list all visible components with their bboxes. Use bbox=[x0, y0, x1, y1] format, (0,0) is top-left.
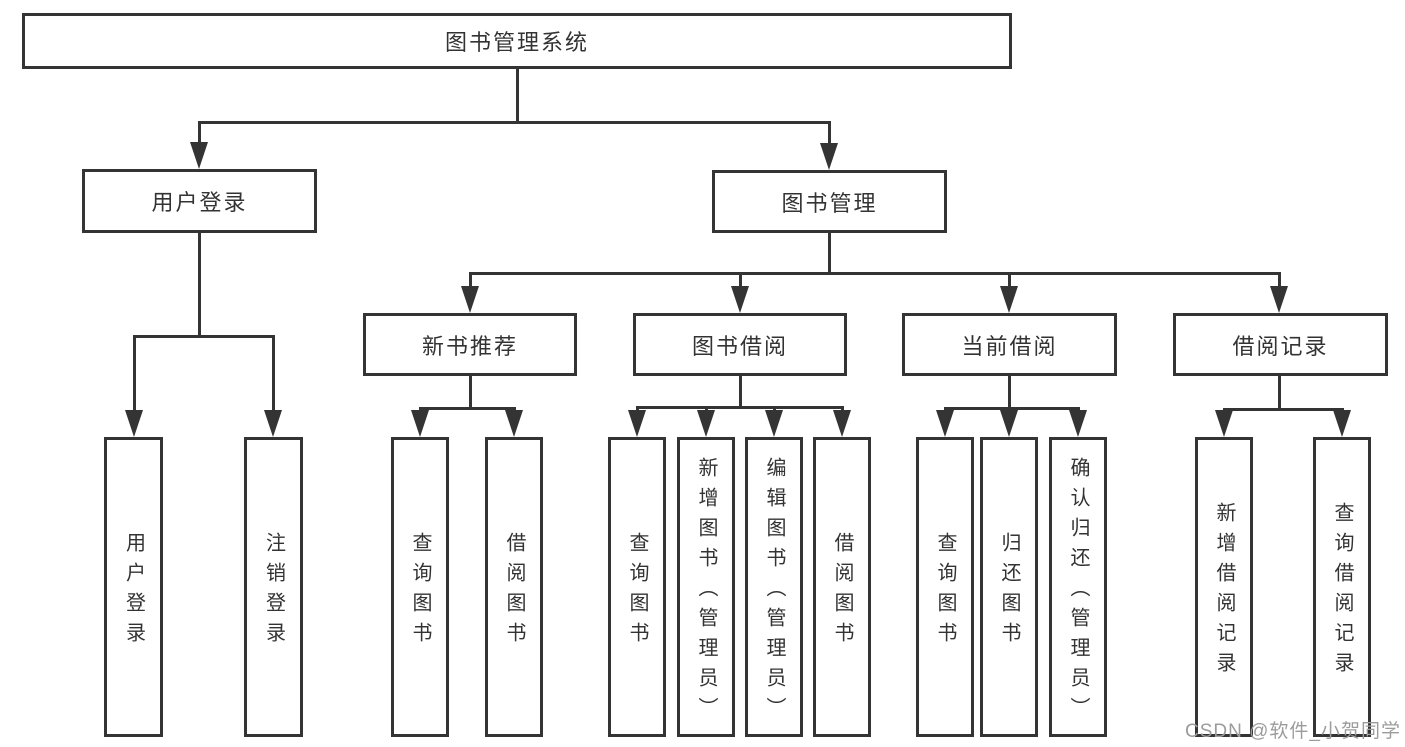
connector-stem-user-login-children bbox=[197, 233, 201, 338]
arrow-down-icon bbox=[820, 143, 838, 170]
connector-branch-borrowing-children-2 bbox=[772, 406, 776, 412]
node-logout-action: 注销登录 bbox=[244, 437, 303, 737]
arrow-down-icon bbox=[1000, 410, 1018, 437]
connector-split-current-children bbox=[943, 407, 1080, 410]
node-label-logout-action: 注销登录 bbox=[262, 532, 285, 652]
connector-branch-current-children-2 bbox=[1076, 407, 1080, 412]
node-add-books-admin: 新增图书（管理员） bbox=[677, 437, 735, 737]
connector-branch-borrowing-children-3 bbox=[840, 406, 844, 412]
arrow-down-icon bbox=[125, 410, 143, 437]
node-user-login-action: 用户登录 bbox=[104, 437, 163, 737]
node-label-borrow-books-recommend: 借阅图书 bbox=[503, 532, 525, 652]
node-query-books-borrowing: 查询图书 bbox=[608, 437, 666, 737]
connector-branch-book-management-children-2 bbox=[1007, 272, 1011, 288]
connector-stem-recommend-children bbox=[468, 376, 472, 410]
connector-branch-borrowing-children-1 bbox=[704, 406, 708, 412]
node-label-current-borrowing: 当前借阅 bbox=[961, 333, 1058, 359]
connector-branch-current-children-0 bbox=[943, 407, 947, 412]
node-label-book-management: 图书管理 bbox=[781, 190, 878, 216]
node-borrow-records: 借阅记录 bbox=[1173, 313, 1388, 376]
connector-stem-root-to-level2 bbox=[515, 69, 519, 124]
connector-split-book-management-children bbox=[468, 272, 1281, 275]
connector-branch-borrowing-children-0 bbox=[635, 406, 639, 412]
node-label-user-login: 用户登录 bbox=[151, 190, 248, 215]
connector-split-root-to-level2 bbox=[197, 121, 831, 124]
connector-stem-current-children bbox=[1007, 376, 1011, 410]
node-label-user-login-action: 用户登录 bbox=[122, 532, 145, 652]
node-label-book-borrowing: 图书借阅 bbox=[691, 333, 788, 359]
connector-stem-records-children bbox=[1277, 376, 1281, 411]
arrow-down-icon bbox=[697, 410, 715, 437]
node-label-add-books-admin: 新增图书（管理员） bbox=[695, 457, 717, 727]
node-add-borrow-record: 新增借阅记录 bbox=[1195, 437, 1253, 737]
connector-branch-recommend-children-0 bbox=[418, 407, 422, 412]
connector-branch-book-management-children-3 bbox=[1277, 272, 1281, 288]
node-confirm-return-admin: 确认归还（管理员） bbox=[1049, 437, 1107, 737]
node-return-books: 归还图书 bbox=[980, 437, 1038, 737]
node-user-login: 用户登录 bbox=[82, 169, 317, 233]
arrow-down-icon bbox=[1270, 286, 1288, 313]
connector-branch-root-to-level2-1 bbox=[827, 121, 831, 145]
arrow-down-icon bbox=[1000, 286, 1018, 313]
node-label-return-books: 归还图书 bbox=[998, 532, 1020, 652]
arrow-down-icon bbox=[505, 410, 523, 437]
node-library-management-system: 图书管理系统 bbox=[22, 13, 1012, 69]
connector-split-borrowing-children bbox=[635, 406, 844, 409]
node-query-books-current: 查询图书 bbox=[916, 437, 974, 737]
node-label-borrow-books-borrowing: 借阅图书 bbox=[831, 532, 853, 652]
arrow-down-icon bbox=[264, 410, 282, 437]
node-new-book-recommend: 新书推荐 bbox=[363, 313, 577, 376]
node-label-borrow-records: 借阅记录 bbox=[1232, 333, 1329, 359]
connector-branch-recommend-children-1 bbox=[512, 407, 516, 412]
node-query-borrow-record: 查询借阅记录 bbox=[1313, 437, 1371, 737]
arrow-down-icon bbox=[1069, 410, 1087, 437]
node-label-query-borrow-record: 查询借阅记录 bbox=[1331, 502, 1353, 682]
node-borrow-books-borrowing: 借阅图书 bbox=[813, 437, 871, 737]
arrow-down-icon bbox=[833, 410, 851, 437]
connector-branch-user-login-children-0 bbox=[132, 335, 136, 412]
connector-branch-current-children-1 bbox=[1007, 407, 1011, 412]
connector-split-recommend-children bbox=[418, 407, 516, 410]
watermark: CSDN @软件_小贺同学 bbox=[1185, 721, 1401, 742]
connector-split-user-login-children bbox=[132, 335, 275, 338]
arrow-down-icon bbox=[765, 410, 783, 437]
node-edit-books-admin: 编辑图书（管理员） bbox=[745, 437, 803, 737]
node-book-management: 图书管理 bbox=[712, 170, 947, 233]
arrow-down-icon bbox=[731, 286, 749, 313]
arrow-down-icon bbox=[1215, 410, 1233, 437]
node-label-query-books-current: 查询图书 bbox=[934, 532, 956, 652]
node-label-query-books-borrowing: 查询图书 bbox=[626, 532, 648, 652]
node-label-add-borrow-record: 新增借阅记录 bbox=[1213, 502, 1235, 682]
connector-split-records-children bbox=[1222, 408, 1344, 411]
connector-branch-user-login-children-1 bbox=[271, 335, 275, 412]
arrow-down-icon bbox=[411, 410, 429, 437]
connector-branch-root-to-level2-0 bbox=[197, 121, 201, 144]
arrow-down-icon bbox=[1333, 410, 1351, 437]
node-label-new-book-recommend: 新书推荐 bbox=[421, 333, 518, 359]
node-label-query-books-recommend: 查询图书 bbox=[409, 532, 431, 652]
connector-branch-book-management-children-1 bbox=[738, 272, 742, 288]
node-book-borrowing: 图书借阅 bbox=[633, 313, 847, 376]
arrow-down-icon bbox=[461, 286, 479, 313]
connector-branch-book-management-children-0 bbox=[468, 272, 472, 288]
arrow-down-icon bbox=[190, 142, 208, 169]
arrow-down-icon bbox=[628, 410, 646, 437]
node-borrow-books-recommend: 借阅图书 bbox=[485, 437, 543, 737]
connector-stem-book-management-children bbox=[827, 233, 831, 275]
connector-stem-borrowing-children bbox=[738, 376, 742, 409]
node-label-library-management-system: 图书管理系统 bbox=[444, 30, 589, 55]
node-label-confirm-return-admin: 确认归还（管理员） bbox=[1067, 457, 1089, 727]
node-label-edit-books-admin: 编辑图书（管理员） bbox=[763, 457, 785, 727]
node-query-books-recommend: 查询图书 bbox=[391, 437, 449, 737]
node-current-borrowing: 当前借阅 bbox=[902, 313, 1117, 376]
arrow-down-icon bbox=[936, 410, 954, 437]
